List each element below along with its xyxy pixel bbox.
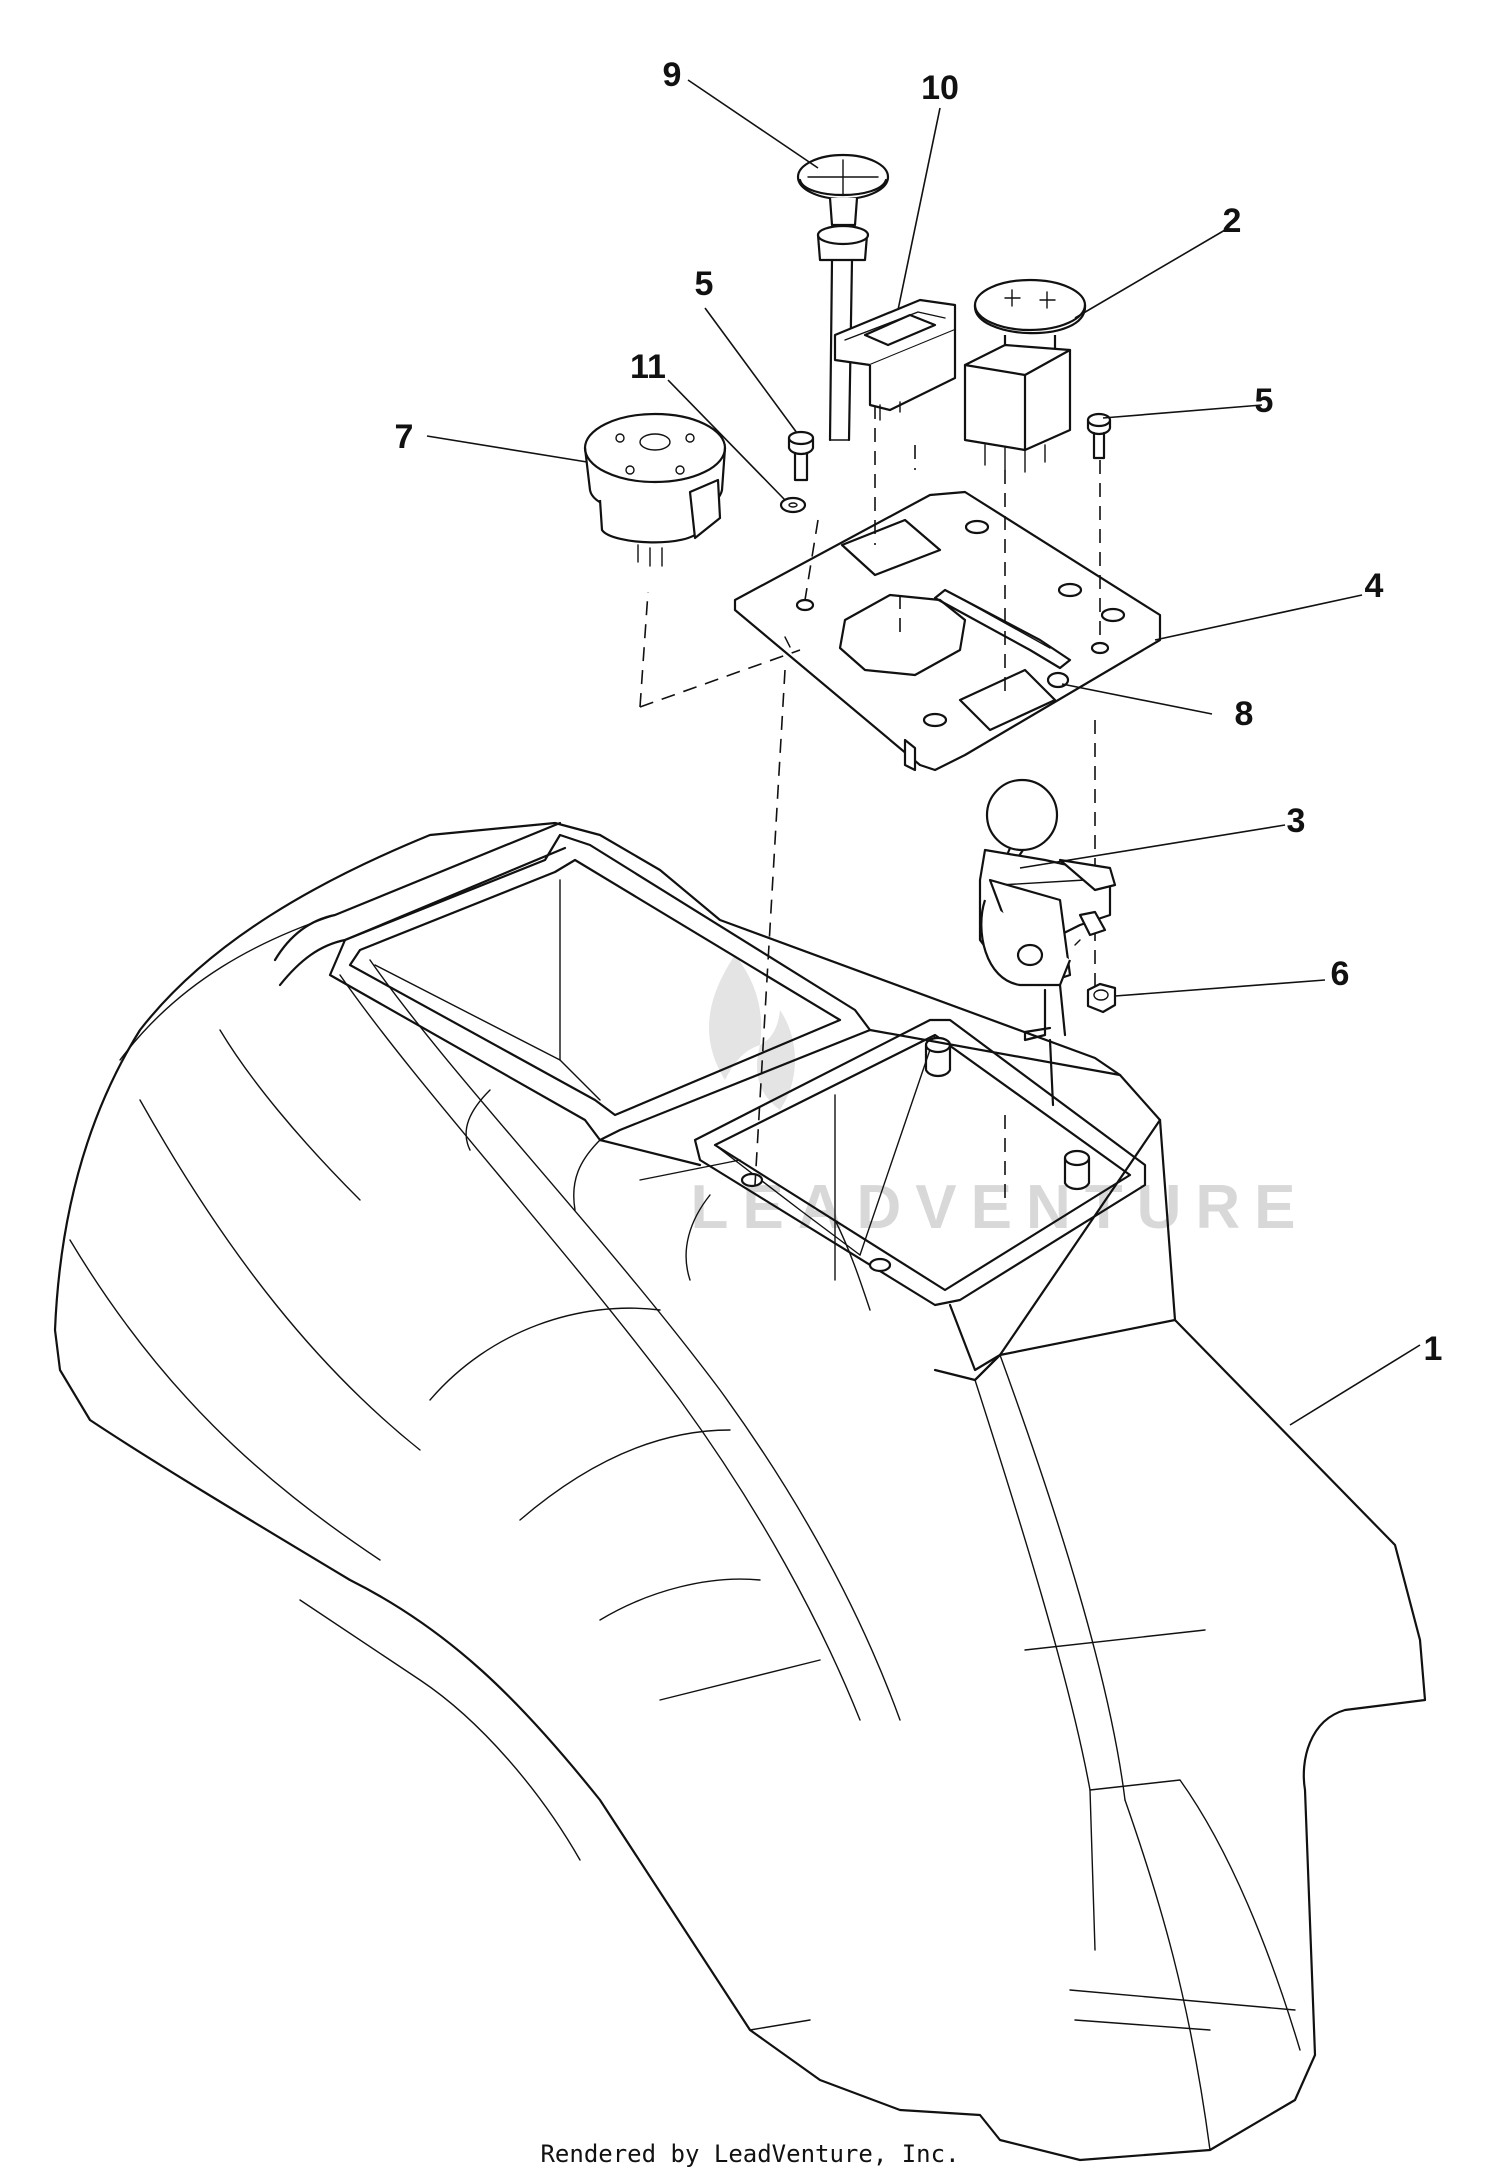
nut [1086,982,1117,1014]
leader-2 [1074,229,1226,319]
leader-3 [1019,824,1286,869]
leader-1 [1289,1344,1421,1426]
callout-5-left: 5 [695,265,714,303]
ignition-switch [583,412,727,567]
callout-11: 11 [630,348,666,386]
callout-8: 8 [1235,695,1254,733]
callout-10: 10 [921,69,959,107]
callout-4: 4 [1365,567,1384,605]
callout-6: 6 [1331,955,1350,993]
leader-5-right [1102,404,1263,419]
leader-4 [1154,594,1363,641]
choke-knob [796,153,890,442]
leader-9 [687,79,819,169]
callout-1: 1 [1424,1330,1443,1368]
callouts: 1 2 3 4 5 5 6 7 8 9 10 11 [395,56,1443,1368]
rocker-switch [833,298,957,421]
leader-11 [667,379,786,501]
console-body [53,821,1427,2162]
watermark-text: LEADVENTURE [690,1173,1309,1242]
control-panel-plate [733,490,1162,772]
callout-7: 7 [395,418,414,456]
leader-7 [426,435,588,463]
pto-switch [963,278,1087,473]
flame-logo-icon [708,955,795,1110]
callout-2: 2 [1223,202,1242,240]
leader-lines [426,79,1421,1426]
assembly-lines [639,405,1101,1200]
leader-5-left [704,307,798,434]
fasteners [779,412,1112,514]
leader-8 [1061,683,1213,715]
throttle-lever [978,778,1117,1107]
callout-9: 9 [663,56,682,94]
callout-5-right: 5 [1255,382,1274,420]
watermark: LEADVENTURE [690,955,1309,1242]
callout-3: 3 [1287,802,1306,840]
footer-credit: Rendered by LeadVenture, Inc. [540,2140,960,2168]
leader-10 [897,107,941,311]
leader-6 [1114,979,1326,997]
